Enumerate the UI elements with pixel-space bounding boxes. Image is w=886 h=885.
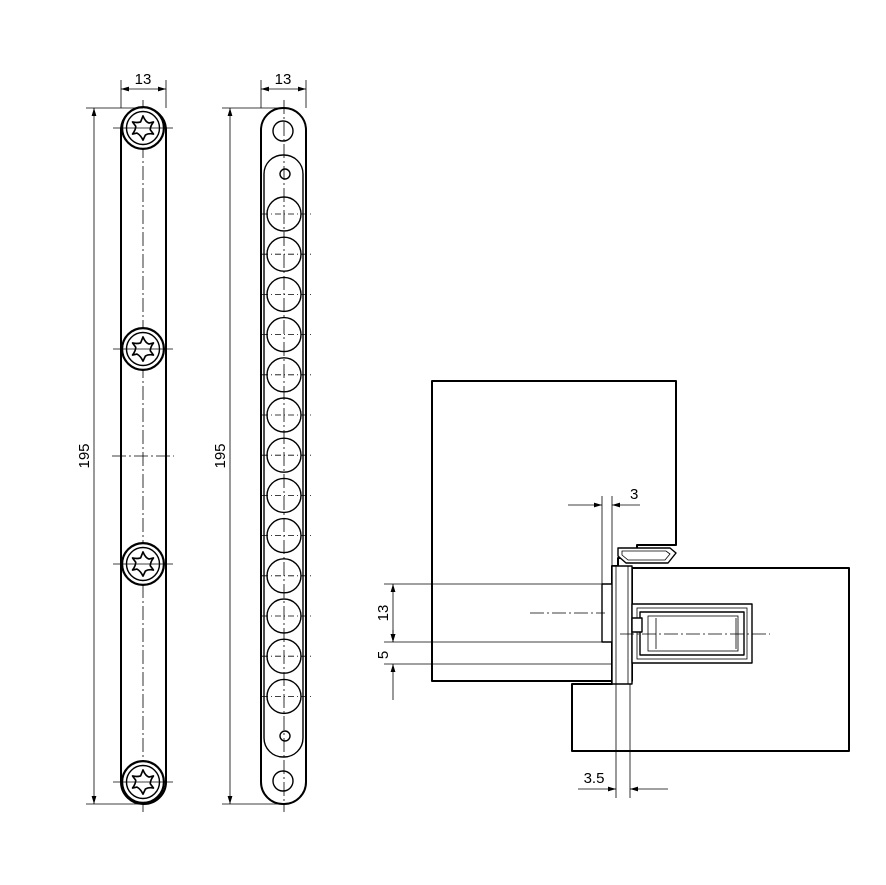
dimension-length-holes: 195: [212, 107, 283, 805]
pin: [631, 617, 643, 633]
dimension-width-holes: 13: [260, 71, 307, 108]
dimension-height: 13: [375, 583, 602, 643]
strip-holes-outline: [260, 107, 307, 805]
dimension-label: 195: [76, 443, 93, 468]
small-hole: [279, 168, 291, 180]
dimension-label: 5: [375, 651, 392, 659]
strip-holes-slider: [263, 154, 304, 758]
dimension-label: 13: [275, 71, 292, 88]
dimension-bottom: 3.5: [578, 684, 668, 798]
dimension-offset: 5: [375, 630, 612, 700]
dimension-label: 195: [212, 443, 229, 468]
strip-with-screws: 13 195: [76, 71, 174, 812]
dimension-label: 13: [135, 71, 152, 88]
dimension-length-screws: 195: [76, 107, 143, 805]
mounting-hole: [272, 120, 294, 142]
cylinder-housing: [631, 603, 753, 664]
strip-with-holes: 13 195: [212, 71, 314, 812]
small-hole: [279, 730, 291, 742]
seal-profile: [617, 547, 677, 564]
dimension-label: 3.5: [584, 770, 605, 787]
mounting-hole: [272, 770, 294, 792]
dimension-label: 3: [630, 486, 638, 503]
dimension-top: 3: [568, 486, 640, 584]
dimension-label: 13: [375, 605, 392, 622]
dimension-width-screws: 13: [120, 71, 167, 108]
section-view: 3 13 5 3.5: [375, 380, 850, 798]
frame-block: [431, 380, 677, 682]
l-profile: [611, 565, 633, 685]
hole-row: [262, 196, 314, 715]
